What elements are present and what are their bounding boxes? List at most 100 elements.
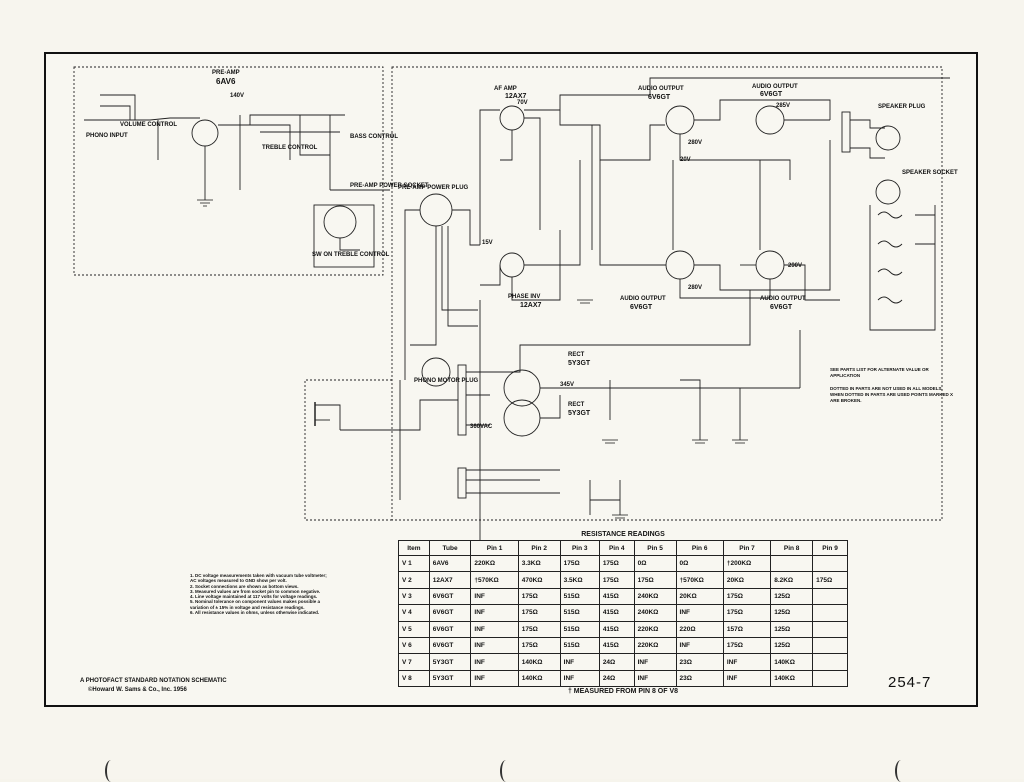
v20-label: 20V [680, 157, 691, 163]
table-cell: 515Ω [559, 620, 600, 638]
table-cell: 515Ω [559, 604, 600, 622]
table-cell: 175Ω [633, 571, 677, 589]
header-cell: Pin 4 [598, 540, 635, 556]
table-cell: 20KΩ [722, 571, 772, 589]
rect-2-tube: 5Y3GT [568, 410, 591, 417]
binder-hole-mark [895, 760, 907, 782]
table-cell: INF [675, 636, 724, 655]
phono-input-label: PHONO INPUT [86, 133, 128, 139]
v70-label: 70V [517, 100, 528, 106]
table-cell: INF [470, 669, 519, 688]
binder-hole-mark [500, 760, 512, 782]
v360vac-label: 360VAC [470, 424, 493, 430]
table-cell: V 6 [398, 636, 430, 655]
note-line: 1. DC voltage measurements taken with va… [190, 573, 327, 578]
table-cell: 125Ω [770, 604, 814, 622]
v280b-label: 280V [688, 140, 703, 146]
table-cell: 515Ω [559, 636, 600, 655]
speaker-plug-label: SPEAKER PLUG [878, 104, 926, 110]
table-cell: 175Ω [722, 636, 772, 655]
table-cell: INF [470, 653, 519, 671]
v280a-label: 280V [688, 285, 703, 291]
table-cell: 240KΩ [633, 604, 677, 622]
af-amp-tube-label: 12AX7 [505, 93, 527, 100]
v15-label: 15V [482, 240, 493, 246]
header-cell: Pin 5 [633, 540, 677, 556]
v285-label: 285V [776, 103, 791, 109]
table-cell: †570KΩ [675, 571, 724, 589]
header-cell: Pin 3 [559, 540, 600, 556]
phase-inv-tube-label: 12AX7 [520, 302, 542, 309]
table-cell: 175Ω [517, 636, 561, 655]
table-cell: V 8 [398, 669, 430, 688]
credit-block: A PHOTOFACT STANDARD NOTATION SCHEMATIC … [80, 677, 227, 695]
bass-control-label: BASS CONTROL [350, 134, 398, 140]
table-cell: V 7 [398, 653, 430, 671]
table-cell: 6V6GT [428, 620, 472, 638]
table-cell: V 1 [398, 554, 430, 573]
table-cell: 175Ω [517, 620, 561, 638]
treble-control-label: TREBLE CONTROL [262, 145, 318, 151]
table-cell: INF [470, 620, 519, 638]
phono-motor-plug-label: PHONO MOTOR PLUG [414, 378, 479, 384]
preamp-label: PRE-AMP [212, 70, 240, 76]
table-cell: 23Ω [675, 653, 724, 671]
af-amp-label: AF AMP [494, 86, 517, 92]
legend-line-1: SEE PARTS LIST FOR ALTERNATE VALUE OR AP… [830, 367, 929, 379]
note-line: 3. Measured values are from socket pin t… [190, 588, 321, 594]
table-cell: 8.2KΩ [770, 571, 814, 589]
table-cell: INF [559, 669, 600, 688]
table-cell: 3.3KΩ [517, 554, 561, 573]
table-cell: V 3 [398, 587, 430, 606]
table-cell: 125Ω [770, 620, 814, 638]
note-line: 2. Socket connections are shown as botto… [190, 583, 299, 589]
credit-line-2: ©Howard W. Sams & Co., Inc. 1956 [88, 687, 187, 693]
table-cell: 5Y3GT [428, 653, 472, 671]
table-cell: 175Ω [517, 587, 561, 606]
binder-hole-mark [105, 760, 117, 782]
note-line: AC voltages measured to GND show per vol… [190, 578, 287, 584]
audio-output-4-label: AUDIO OUTPUT [760, 296, 806, 302]
table-cell [812, 620, 848, 638]
table-cell: INF [633, 669, 677, 688]
rect-2-label: RECT [568, 402, 585, 408]
v345-label: 345V [560, 382, 575, 388]
table-cell: 220KΩ [633, 636, 677, 655]
preamp-section-box [73, 66, 384, 276]
header-cell: Pin 6 [675, 540, 724, 556]
header-cell: Pin 1 [470, 540, 519, 556]
table-cell: INF [722, 653, 772, 671]
table-cell: 240KΩ [633, 587, 677, 606]
table-footnote: † MEASURED FROM PIN 8 OF V8 [567, 688, 679, 696]
measurement-notes: 1. DC voltage measurements taken with va… [190, 573, 365, 615]
table-cell: 175Ω [722, 604, 772, 622]
table-cell: V 2 [398, 571, 430, 589]
table-cell: 415Ω [598, 636, 635, 655]
table-cell: 6V6GT [428, 604, 472, 622]
volume-control-label: VOLUME CONTROL [120, 122, 177, 128]
table-cell: INF [470, 636, 519, 655]
table-cell: 175Ω [559, 554, 600, 573]
note-line: variation of ± 15% in voltage and resist… [190, 604, 305, 610]
table-cell: 515Ω [559, 587, 600, 606]
table-cell: 175Ω [598, 571, 635, 589]
table-cell: 6AV6 [428, 554, 472, 573]
preamp-power-plug-label: PRE-AMP POWER PLUG [398, 185, 469, 191]
table-cell: 125Ω [770, 636, 814, 655]
preamp-tube-label: 6AV6 [216, 77, 236, 86]
audio-output-2-label: AUDIO OUTPUT [752, 84, 798, 90]
table-cell: 415Ω [598, 604, 635, 622]
table-cell [812, 587, 848, 606]
speaker-socket-label: SPEAKER SOCKET [902, 170, 958, 176]
header-cell: Tube [428, 540, 472, 556]
table-cell [770, 554, 814, 573]
table-cell: 24Ω [598, 653, 635, 671]
table-cell: 175Ω [812, 571, 848, 589]
